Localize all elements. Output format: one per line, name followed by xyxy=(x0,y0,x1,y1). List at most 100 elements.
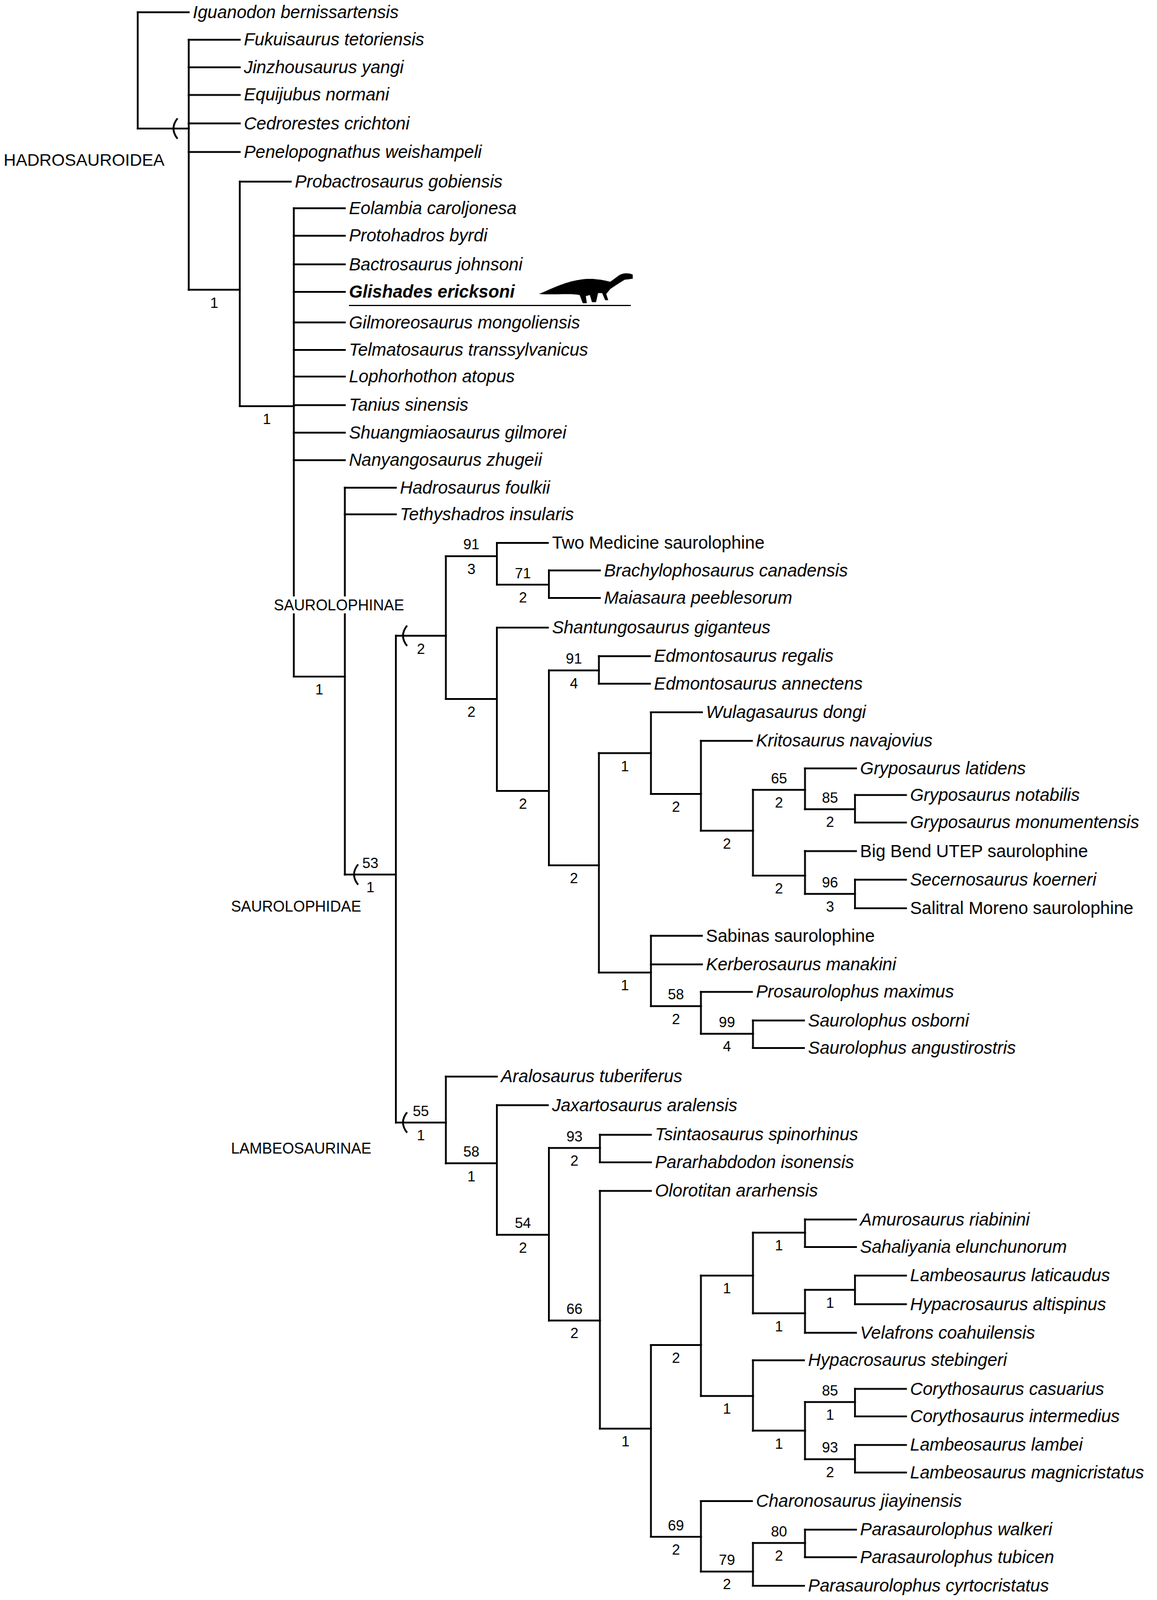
label-slot: Gryposaurus notabilis xyxy=(910,784,1080,806)
branch-line xyxy=(188,151,240,154)
label-slot: 2 xyxy=(671,1010,680,1029)
support-value: 96 xyxy=(821,873,839,891)
branch-line xyxy=(598,971,651,974)
branch-line xyxy=(344,513,396,516)
taxon-name: Jaxartosaurus aralensis xyxy=(552,1095,738,1115)
label-slot: 3 xyxy=(826,898,835,916)
branch-line xyxy=(650,935,652,1006)
label-slot: 96 xyxy=(821,873,839,892)
clade-name: LAMBEOSAURINAE xyxy=(228,1139,374,1157)
clade-bracket xyxy=(353,864,359,885)
branch-line xyxy=(445,1075,497,1078)
taxon-name: Equijubus normani xyxy=(243,84,389,105)
label-slot: LAMBEOSAURINAE xyxy=(228,1138,374,1157)
support-value: 66 xyxy=(566,1300,583,1317)
branch-line xyxy=(495,627,498,791)
label-slot: Probactrosaurus gobiensis xyxy=(295,171,503,193)
taxon-name: Sabinas saurolophine xyxy=(705,925,875,946)
support-value: 53 xyxy=(362,854,379,871)
label-slot: 2 xyxy=(569,869,578,888)
label-slot: 1 xyxy=(621,757,630,776)
branch-line xyxy=(752,1231,806,1234)
label-slot: Tanius sinensis xyxy=(348,394,469,416)
branch-line xyxy=(700,739,752,742)
taxon-name: Pararhabdodon isonensis xyxy=(655,1152,854,1172)
support-value: 2 xyxy=(826,813,835,830)
label-slot: Pararhabdodon isonensis xyxy=(655,1151,854,1173)
label-slot: Jinzhousaurus yangi xyxy=(243,56,404,79)
label-slot: 91 xyxy=(463,535,480,554)
taxon-name: Hadrosaurus foulkii xyxy=(399,477,550,498)
branch-line xyxy=(650,711,652,794)
branch-line xyxy=(752,1019,804,1021)
taxon-name: Bactrosaurus johnsoni xyxy=(348,254,523,274)
branch-line xyxy=(805,1245,856,1248)
branch-line xyxy=(804,1529,807,1558)
branch-line xyxy=(855,794,907,796)
branch-line xyxy=(805,1556,856,1558)
support-value: 1 xyxy=(774,1317,783,1335)
label-slot: Gilmoreosaurus mongoliensis xyxy=(348,312,581,334)
label-slot: Protohadros byrdi xyxy=(348,224,488,247)
branch-line xyxy=(700,1499,752,1502)
support-value: 55 xyxy=(413,1102,430,1119)
label-slot: Aralosaurus tuberiferus xyxy=(500,1065,683,1087)
taxon-name: Secernosaurus koerneri xyxy=(910,869,1097,890)
label-slot: 1 xyxy=(826,1406,835,1424)
branch-line xyxy=(804,1219,807,1248)
branch-line xyxy=(650,1343,701,1346)
support-value: 79 xyxy=(719,1551,736,1568)
branch-line xyxy=(699,991,702,1034)
branch-line xyxy=(751,789,754,876)
label-slot: Cedrorestes crichtoni xyxy=(243,113,410,135)
support-value: 2 xyxy=(671,798,680,815)
label-slot: 66 xyxy=(566,1300,583,1318)
taxon-name: Velafrons coahuilensis xyxy=(860,1322,1035,1343)
label-slot: Lambeosaurus magnicristatus xyxy=(910,1461,1145,1483)
taxon-name: Two Medicine saurolophine xyxy=(552,532,765,553)
taxon-name: Brachylophosaurus canadensis xyxy=(604,560,848,581)
label-slot: Shantungosaurus giganteus xyxy=(552,616,771,639)
label-slot: 99 xyxy=(719,1013,736,1032)
branch-line xyxy=(700,1394,753,1397)
label-slot: Amurosaurus riabinini xyxy=(860,1209,1030,1231)
label-slot: Salitral Moreno saurolophine xyxy=(910,897,1134,919)
branch-line xyxy=(752,1584,804,1587)
branch-line xyxy=(752,788,806,791)
support-value: 4 xyxy=(569,674,578,692)
branch-line xyxy=(853,794,856,823)
support-value: 3 xyxy=(467,560,476,577)
branch-line xyxy=(293,375,345,378)
taxon-name: Gryposaurus monumentensis xyxy=(910,812,1140,832)
taxon-name: Sahaliyania elunchunorum xyxy=(860,1236,1067,1257)
branch-line xyxy=(497,626,548,629)
label-slot: 1 xyxy=(416,1126,425,1145)
branch-line xyxy=(805,1288,856,1291)
clade-bracket xyxy=(402,625,408,646)
label-slot: Charonosaurus jiayinensis xyxy=(756,1490,962,1512)
taxon-name: Olorotitan ararhensis xyxy=(655,1180,818,1200)
label-slot: Parasaurolophus cyrtocristatus xyxy=(808,1574,1049,1597)
taxon-name: Penelopognathus weishampeli xyxy=(243,142,482,162)
support-value: 1 xyxy=(722,1279,731,1297)
label-slot: 54 xyxy=(514,1214,532,1232)
support-value: 2 xyxy=(826,1463,835,1480)
label-slot: Jaxartosaurus aralensis xyxy=(552,1094,738,1116)
support-value: 2 xyxy=(570,1324,579,1341)
taxon-name: Tanius sinensis xyxy=(348,394,469,415)
branch-line xyxy=(752,1541,806,1544)
branch-line xyxy=(445,1076,447,1164)
branch-line xyxy=(344,873,396,876)
branch-line xyxy=(547,1147,550,1321)
label-slot: Secernosaurus koerneri xyxy=(910,869,1097,891)
branch-line xyxy=(598,656,600,685)
support-value: 69 xyxy=(667,1516,685,1534)
label-slot: Edmontosaurus regalis xyxy=(653,645,834,667)
branch-line xyxy=(495,542,498,585)
branch-line xyxy=(549,1319,600,1321)
label-slot: Corythosaurus intermedius xyxy=(910,1405,1121,1427)
taxon-name: Gilmoreosaurus mongoliensis xyxy=(348,312,581,333)
branch-line xyxy=(700,1274,753,1277)
branch-line xyxy=(700,1570,753,1572)
label-slot: 91 xyxy=(566,650,583,668)
